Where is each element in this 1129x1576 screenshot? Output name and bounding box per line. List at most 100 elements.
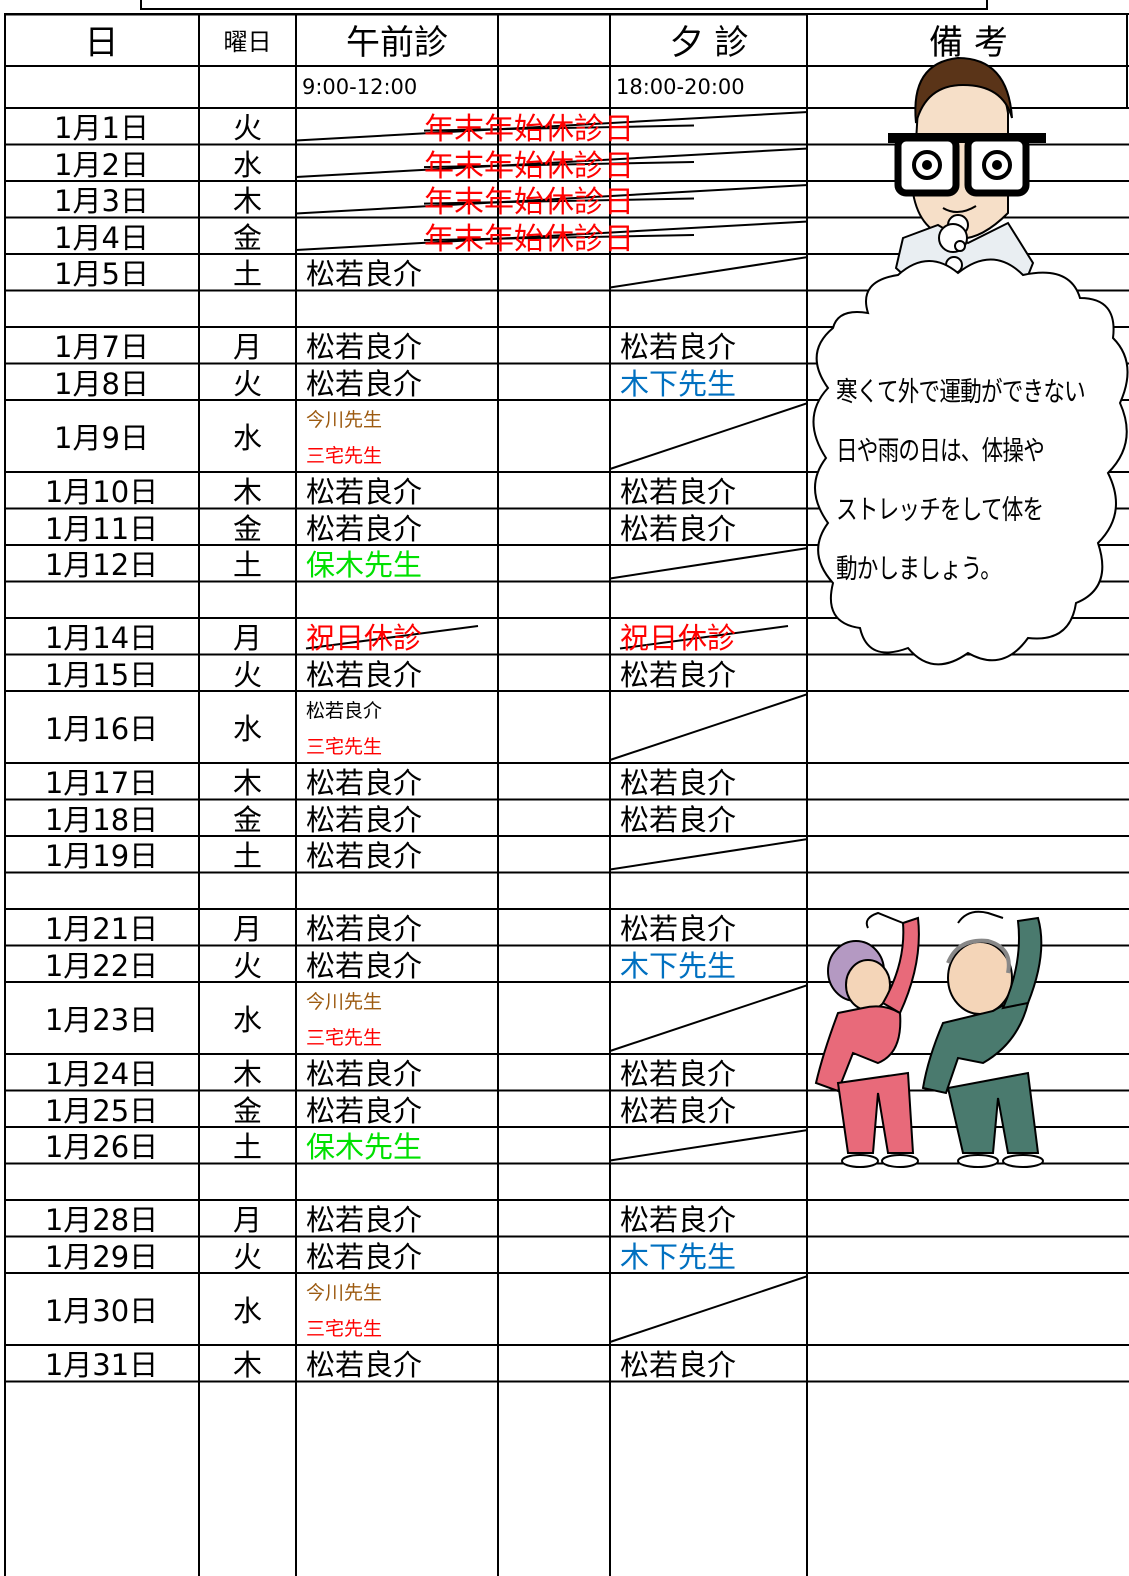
seniors-illustration	[814, 910, 1044, 1168]
evening-doctor: 松若良介	[620, 1203, 737, 1238]
bubble-line: 日や雨の日は、体操や	[836, 436, 1045, 467]
morning-doctor: 祝日休診	[306, 621, 423, 656]
remarks-graphics	[808, 13, 1129, 1383]
row-weekday: 月	[232, 621, 262, 656]
table-grid	[4, 13, 808, 1576]
morning-doctor: 松若良介	[306, 475, 423, 510]
morning-doctor: 松若良介	[306, 511, 423, 546]
closure-label: 年末年始休診日	[424, 148, 634, 184]
hours-morning: 9:00-12:00	[302, 75, 418, 99]
evening-closed-slash	[609, 838, 808, 871]
evening-doctor: 松若良介	[620, 330, 737, 365]
row-date: 1月14日	[44, 621, 159, 656]
evening-doctor: 木下先生	[620, 1239, 737, 1274]
morning-doctor: 保木先生	[306, 1130, 423, 1165]
morning-doctor: 今川先生	[306, 408, 383, 431]
row-date: 1月21日	[44, 912, 159, 947]
morning-doctor: 松若良介	[306, 802, 423, 837]
row-date: 1月26日	[44, 1130, 159, 1165]
closure-slash	[295, 220, 808, 251]
row-date: 1月7日	[54, 330, 149, 365]
closure-slash	[295, 111, 808, 142]
evening-doctor: 松若良介	[620, 1348, 737, 1383]
row-date: 1月15日	[44, 657, 159, 692]
row-weekday: 火	[232, 1239, 262, 1274]
evening-doctor: 祝日休診	[620, 621, 737, 656]
morning-doctor: 今川先生	[306, 1281, 383, 1304]
row-weekday: 木	[232, 766, 262, 801]
row-weekday: 金	[232, 511, 262, 546]
row-weekday: 水	[232, 1294, 262, 1328]
header-morning: 午前診	[346, 23, 448, 63]
row-weekday: 水	[232, 1003, 262, 1037]
morning-doctor: 三宅先生	[306, 735, 383, 758]
row-date: 1月22日	[44, 948, 159, 983]
row-weekday: 土	[232, 839, 262, 874]
morning-doctor: 三宅先生	[306, 444, 383, 467]
row-weekday: 土	[232, 548, 262, 583]
row-weekday: 木	[232, 1348, 262, 1383]
header-date: 日	[84, 23, 119, 63]
row-date: 1月29日	[44, 1239, 159, 1274]
closure-strike	[423, 124, 695, 132]
closure-label: 年末年始休診日	[424, 221, 634, 257]
row-weekday: 火	[232, 948, 262, 983]
evening-doctor: 木下先生	[620, 948, 737, 983]
row-date: 1月24日	[44, 1057, 159, 1092]
evening-doctor: 松若良介	[620, 511, 737, 546]
closure-strike	[423, 197, 695, 205]
bubble-message: 寒くて外で運動ができない 日や雨の日は、体操や ストレッチをして体を 動かしまし…	[836, 363, 1086, 599]
evening-doctor: 松若良介	[620, 912, 737, 947]
row-weekday: 金	[232, 220, 262, 255]
holiday-slash	[619, 625, 789, 650]
row-date: 1月10日	[44, 475, 159, 510]
bubble-line: 寒くて外で運動ができない	[836, 377, 1086, 408]
row-date: 1月23日	[44, 1003, 159, 1037]
row-weekday: 土	[232, 257, 262, 292]
row-weekday: 火	[232, 366, 262, 401]
morning-doctor: 松若良介	[306, 366, 423, 401]
row-weekday: 水	[232, 712, 262, 746]
row-date: 1月18日	[44, 802, 159, 837]
row-weekday: 月	[232, 330, 262, 365]
morning-doctor: 今川先生	[306, 990, 383, 1013]
evening-doctor: 松若良介	[620, 1057, 737, 1092]
bubble-line: 動かしましょう。	[836, 554, 1002, 585]
morning-doctor: 松若良介	[306, 1348, 423, 1383]
closure-slash	[295, 147, 808, 178]
evening-closed-slash	[609, 547, 808, 580]
row-date: 1月19日	[44, 839, 159, 874]
row-date: 1月3日	[54, 184, 149, 219]
row-weekday: 木	[232, 475, 262, 510]
row-date: 1月31日	[44, 1348, 159, 1383]
evening-closed-slash	[609, 1275, 808, 1343]
header-evening: 夕 診	[669, 23, 749, 63]
morning-doctor: 松若良介	[306, 1057, 423, 1092]
row-date: 1月17日	[44, 766, 159, 801]
closure-slash	[295, 184, 808, 215]
evening-doctor: 木下先生	[620, 366, 737, 401]
evening-doctor: 松若良介	[620, 657, 737, 692]
row-weekday: 月	[232, 912, 262, 947]
morning-doctor: 松若良介	[306, 330, 423, 365]
closure-label: 年末年始休診日	[424, 112, 634, 148]
header-weekday: 曜日	[223, 28, 272, 56]
row-date: 1月11日	[44, 511, 159, 546]
row-date: 1月2日	[54, 147, 149, 182]
row-date: 1月8日	[54, 366, 149, 401]
morning-doctor: 三宅先生	[306, 1026, 383, 1049]
header-remarks: 備 考	[929, 23, 1008, 63]
row-weekday: 火	[232, 657, 262, 692]
closure-strike	[423, 161, 695, 169]
evening-closed-slash	[609, 984, 808, 1052]
holiday-slash	[305, 625, 479, 650]
row-weekday: 金	[232, 1093, 262, 1128]
remarks-column: 寒くて外で運動ができない 日や雨の日は、体操や ストレッチをして体を 動かしまし…	[808, 13, 1129, 1576]
bubble-line: ストレッチをして体を	[836, 495, 1044, 526]
row-weekday: 水	[232, 421, 262, 455]
morning-doctor: 松若良介	[306, 657, 423, 692]
morning-doctor: 松若良介	[306, 1239, 423, 1274]
evening-closed-slash	[609, 256, 808, 289]
morning-doctor: 松若良介	[306, 912, 423, 947]
